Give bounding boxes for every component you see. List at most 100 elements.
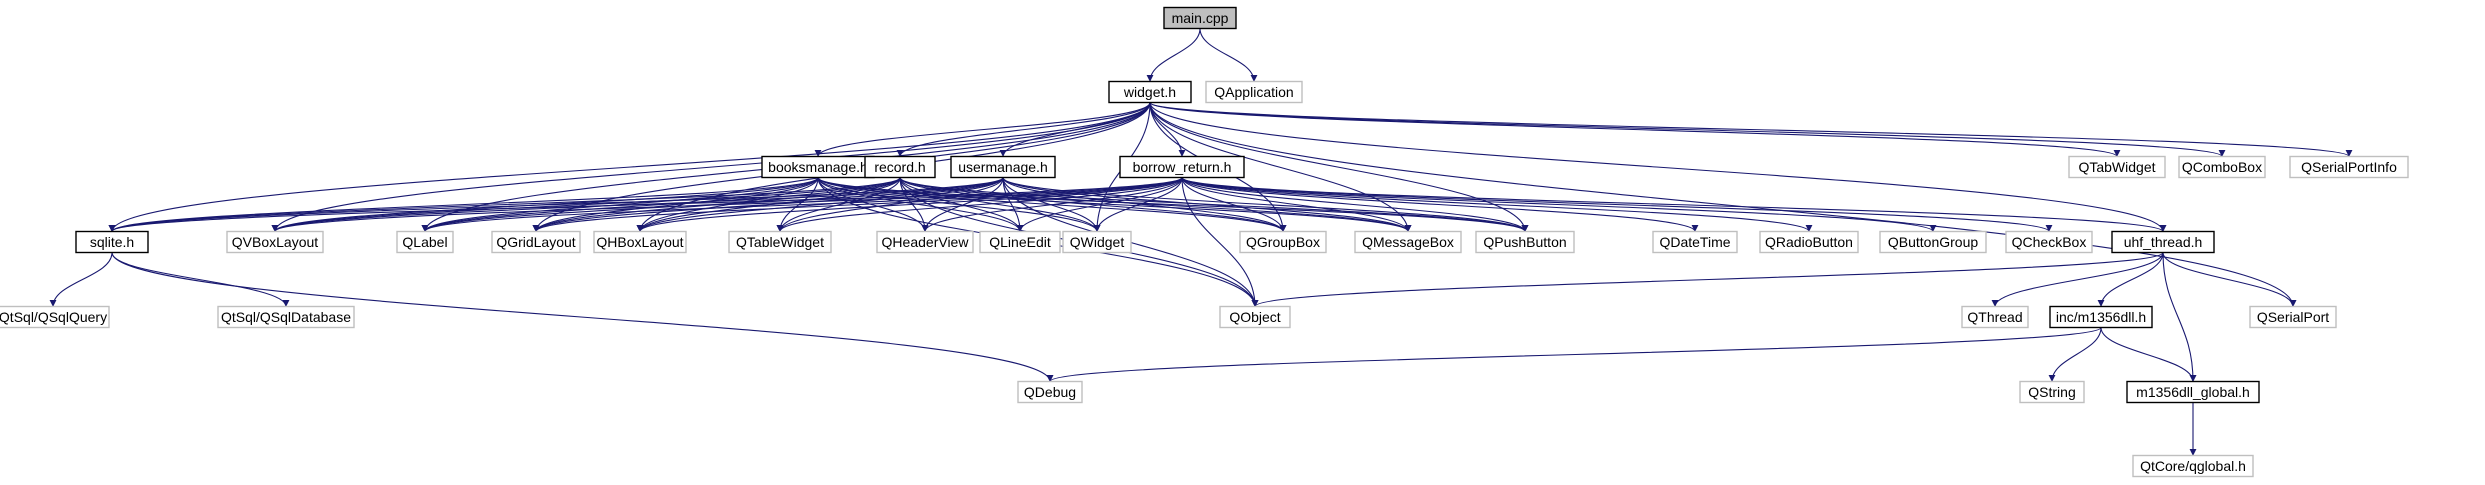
node-qvboxlayout[interactable]: QVBoxLayout — [226, 230, 324, 254]
edge-borrow_return_h-to-QObject — [1181, 177, 1259, 307]
edge-borrow_return_h-to-QWidget — [1093, 177, 1183, 232]
node-inc-m1356dll-h[interactable]: inc/m1356dll.h — [2049, 305, 2153, 329]
node-qpushbutton[interactable]: QPushButton — [1475, 230, 1575, 254]
edge-main_cpp-to-QApplication — [1199, 28, 1258, 82]
node-box — [1354, 230, 1462, 254]
node-qtabwidget[interactable]: QTabWidget — [2068, 155, 2166, 179]
edge-record_h-to-QTableWidget — [776, 177, 901, 232]
node-qapplication[interactable]: QApplication — [1205, 80, 1303, 104]
node-qcheckbox[interactable]: QCheckBox — [2005, 230, 2093, 254]
node-box — [75, 230, 149, 254]
edge-widget_h-to-QMessageBox — [1149, 102, 1412, 232]
node-sqlite-h[interactable]: sqlite.h — [75, 230, 149, 254]
node-qheaderview[interactable]: QHeaderView — [876, 230, 974, 254]
node-label: QString — [2028, 384, 2075, 400]
node-main-cpp[interactable]: main.cpp — [1163, 6, 1237, 30]
node-label: QCheckBox — [2012, 234, 2087, 250]
edge-usermanage_h-to-QMessageBox — [1002, 177, 1412, 232]
node-box — [950, 155, 1056, 179]
node-booksmanage-h[interactable]: booksmanage.h — [761, 155, 875, 179]
edge-borrow_return_h-to-QVBoxLayout — [271, 177, 1183, 232]
node-box — [1062, 230, 1132, 254]
node-box — [1119, 155, 1245, 179]
node-qdebug[interactable]: QDebug — [1017, 380, 1083, 404]
node-record-h[interactable]: record.h — [864, 155, 936, 179]
edge-booksmanage_h-to-QLabel — [421, 177, 819, 232]
edge-borrow_return_h-to-QRadioButton — [1181, 177, 1813, 232]
node-label: QRadioButton — [1765, 234, 1853, 250]
node-qstring[interactable]: QString — [2019, 380, 2085, 404]
edge-widget_h-to-booksmanage_h — [814, 102, 1151, 157]
edge-record_h-to-sqlite_h — [108, 177, 901, 232]
node-box — [1475, 230, 1575, 254]
node-box — [217, 305, 355, 329]
node-qcombobox[interactable]: QComboBox — [2178, 155, 2266, 179]
edge-borrow_return_h-to-QTableWidget — [776, 177, 1183, 232]
node-label: QGridLayout — [496, 234, 575, 250]
edge-sqlite_h-to-QtSql_QSqlQuery — [49, 252, 113, 307]
node-qobject[interactable]: QObject — [1219, 305, 1291, 329]
node-uhf-thread-h[interactable]: uhf_thread.h — [2111, 230, 2215, 254]
edge-borrow_return_h-to-QLineEdit — [1016, 177, 1183, 232]
node-qlabel[interactable]: QLabel — [396, 230, 454, 254]
edge-sqlite_h-to-QDebug — [111, 252, 1054, 382]
node-qserialport[interactable]: QSerialPort — [2249, 305, 2337, 329]
node-qtablewidget[interactable]: QTableWidget — [728, 230, 832, 254]
node-box — [491, 230, 581, 254]
edge-record_h-to-QGroupBox — [899, 177, 1287, 232]
node-qmessagebox[interactable]: QMessageBox — [1354, 230, 1462, 254]
node-label: inc/m1356dll.h — [2056, 309, 2146, 325]
node-qthread[interactable]: QThread — [1961, 305, 2029, 329]
node-box — [1163, 6, 1237, 30]
node-label: m1356dll_global.h — [2136, 384, 2250, 400]
edge-widget_h-to-QTabWidget — [1149, 102, 2121, 157]
node-qtsql-qsqldatabase[interactable]: QtSql/QSqlDatabase — [217, 305, 355, 329]
node-box — [2068, 155, 2166, 179]
node-qradiobutton[interactable]: QRadioButton — [1759, 230, 1859, 254]
node-box — [1017, 380, 1083, 404]
node-qtsql-qsqlquery[interactable]: QtSql/QSqlQuery — [0, 305, 110, 329]
edge-widget_h-to-QVBoxLayout — [271, 102, 1151, 232]
node-box — [2111, 230, 2215, 254]
edge-uhf_thread_h-to-inc_m1356dll_h — [2097, 252, 2164, 307]
node-label: QSerialPort — [2257, 309, 2329, 325]
node-m1356dll-global-h[interactable]: m1356dll_global.h — [2126, 380, 2260, 404]
node-label: record.h — [874, 159, 925, 175]
node-qtcore-qglobal-h[interactable]: QtCore/qglobal.h — [2132, 454, 2254, 478]
edge-inc_m1356dll_h-to-QDebug — [1046, 327, 2102, 382]
node-label: QThread — [1967, 309, 2022, 325]
node-box — [728, 230, 832, 254]
node-qdatetime[interactable]: QDateTime — [1652, 230, 1738, 254]
node-label: QVBoxLayout — [232, 234, 318, 250]
node-borrow-return-h[interactable]: borrow_return.h — [1119, 155, 1245, 179]
node-label: borrow_return.h — [1133, 159, 1232, 175]
node-box — [593, 230, 687, 254]
node-widget-h[interactable]: widget.h — [1108, 80, 1192, 104]
edge-main_cpp-to-widget_h — [1146, 28, 1201, 82]
edge-booksmanage_h-to-QHeaderView — [817, 177, 929, 232]
node-label: QHBoxLayout — [596, 234, 683, 250]
node-qgridlayout[interactable]: QGridLayout — [491, 230, 581, 254]
edge-widget_h-to-uhf_thread_h — [1149, 102, 2167, 232]
edge-borrow_return_h-to-QDateTime — [1181, 177, 1699, 232]
node-label: QPushButton — [1483, 234, 1566, 250]
node-qwidget[interactable]: QWidget — [1062, 230, 1132, 254]
node-qgroupbox[interactable]: QGroupBox — [1239, 230, 1327, 254]
node-qhboxlayout[interactable]: QHBoxLayout — [593, 230, 687, 254]
node-label: QTableWidget — [736, 234, 824, 250]
node-usermanage-h[interactable]: usermanage.h — [950, 155, 1056, 179]
edge-borrow_return_h-to-QCheckBox — [1181, 177, 2053, 232]
node-label: booksmanage.h — [768, 159, 868, 175]
node-qserialportinfo[interactable]: QSerialPortInfo — [2289, 155, 2409, 179]
node-box — [2249, 305, 2337, 329]
node-qlineedit[interactable]: QLineEdit — [979, 230, 1061, 254]
node-label: main.cpp — [1172, 10, 1229, 26]
node-qbuttongroup[interactable]: QButtonGroup — [1879, 230, 1987, 254]
edge-borrow_return_h-to-QButtonGroup — [1181, 177, 1937, 232]
node-label: QButtonGroup — [1888, 234, 1978, 250]
node-box — [979, 230, 1061, 254]
node-label: QApplication — [1214, 84, 1293, 100]
node-label: widget.h — [1123, 84, 1176, 100]
edge-uhf_thread_h-to-m1356dll_global_h — [2162, 252, 2197, 382]
node-label: QMessageBox — [1362, 234, 1454, 250]
